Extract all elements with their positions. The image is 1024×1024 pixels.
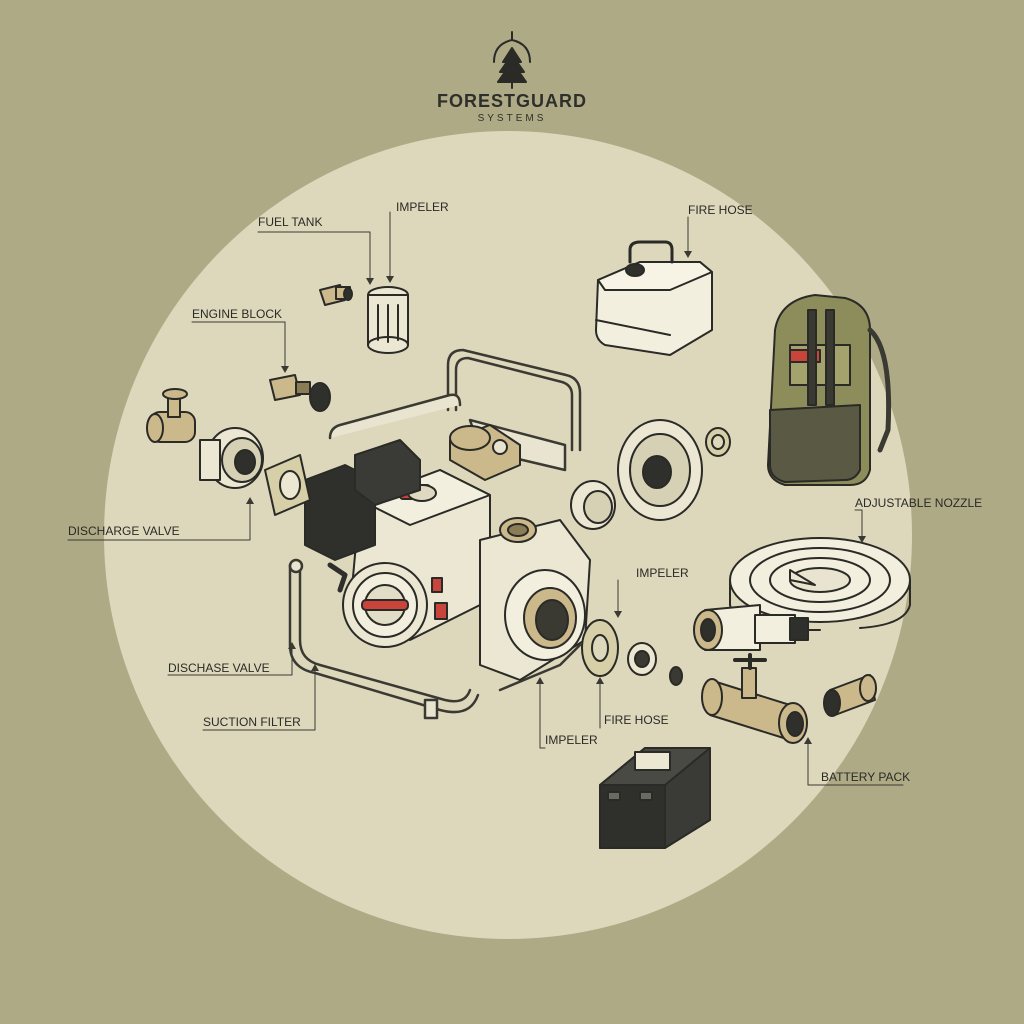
fuel-tank <box>595 240 713 356</box>
label-engine-block: ENGINE BLOCK <box>192 307 283 321</box>
leader-battery-pack <box>807 739 904 786</box>
brand-name: FORESTGUARD <box>437 91 587 111</box>
label-fuel-tank: FUEL TANK <box>258 215 323 229</box>
label-impeler-bottom: IMPELER <box>545 733 598 747</box>
leader-arrowheads <box>246 251 866 744</box>
leader-adjustable-nozzle <box>854 509 863 541</box>
fuel-cap-fitting <box>449 424 521 481</box>
leader-suction-filter <box>202 666 316 731</box>
fuel-tank-fitting <box>319 284 353 306</box>
label-battery-pack: BATTERY PACK <box>821 770 911 784</box>
volute-cover-part <box>617 419 703 521</box>
o-ring-part <box>705 427 731 457</box>
leader-discharge-valve <box>67 499 251 541</box>
small-nut-part <box>669 666 683 686</box>
label-adjustable-nozzle: ADJUSTABLE NOZZLE <box>855 496 983 510</box>
hose-end-coupling <box>693 604 809 651</box>
leader-impeler-bottom <box>539 679 546 749</box>
label-discharge-valve: DISCHARGE VALVE <box>68 524 180 538</box>
tee-valve <box>701 653 808 744</box>
nozzle-fitting <box>823 674 877 717</box>
label-impeler-top: IMPELER <box>396 200 449 214</box>
brand-tagline: SYSTEMS <box>477 113 547 124</box>
hose-coupling-part <box>199 427 264 489</box>
coiled-fire-hose <box>729 537 911 631</box>
label-fire-hose-top: FIRE HOSE <box>688 203 753 217</box>
drain-valve-part <box>269 374 331 412</box>
leader-lines <box>67 211 904 786</box>
pump-volute <box>479 517 591 681</box>
leader-fuel-tank <box>257 231 371 283</box>
leader-engine-block <box>191 321 286 371</box>
label-impeler-mid: IMPELER <box>636 566 689 580</box>
engine-block <box>304 439 491 648</box>
flange-gasket-part <box>264 454 311 516</box>
wear-ring-part <box>627 642 657 676</box>
label-dischase-valve: DISCHASE VALVE <box>168 661 270 675</box>
impeller-disc-part <box>581 619 619 677</box>
strainer-part <box>367 286 409 354</box>
label-fire-hose-bottom: FIRE HOSE <box>604 713 669 727</box>
leader-dischase-valve <box>167 644 293 676</box>
backpack <box>767 294 892 486</box>
battery-pack <box>599 747 711 849</box>
label-suction-filter: SUCTION FILTER <box>203 715 301 729</box>
tree-lamp-icon <box>493 31 531 89</box>
seal-ring-part <box>570 480 616 530</box>
gate-valve-part <box>146 388 196 443</box>
